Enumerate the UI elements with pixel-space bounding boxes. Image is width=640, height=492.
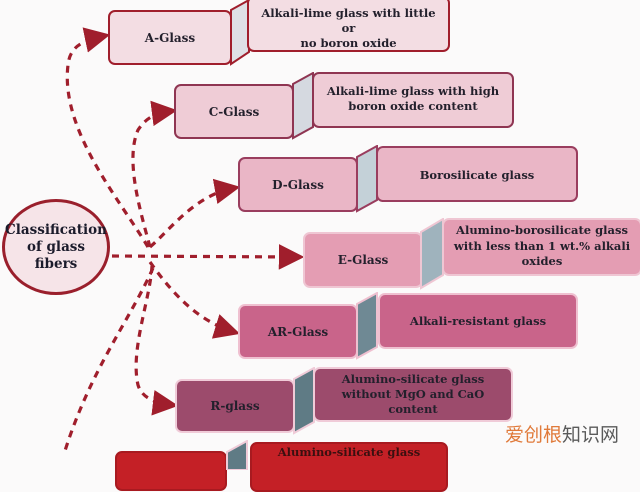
type-description-box: Alkali-lime glass with little or no boro… — [247, 0, 450, 52]
type-description-box: Alumino-silicate glass — [250, 442, 448, 492]
description-line: without MgO and CaO — [341, 387, 485, 401]
watermark-part1: 爱创根 — [505, 424, 563, 446]
description-line: Borosilicate glass — [419, 168, 535, 182]
description-line: Alumino-borosilicate glass — [456, 223, 628, 237]
type-description-box: Alkali-resistant glass — [378, 293, 578, 349]
description-line: Alkali-lime glass with high — [326, 84, 500, 98]
description-line: Alkali-lime glass with little or — [261, 6, 436, 35]
description-line: Alumino-silicate glass — [341, 372, 485, 386]
type-description-box: Alumino-borosilicate glass with less tha… — [442, 218, 640, 276]
type-name: AR-Glass — [267, 324, 329, 339]
type-label-box — [115, 451, 227, 491]
watermark-part2: 知识网 — [562, 424, 620, 446]
connector-bevel — [292, 72, 314, 140]
connector-bevel — [356, 145, 378, 213]
description-line: content — [388, 402, 438, 416]
type-description-box: Borosilicate glass — [376, 146, 578, 202]
type-name: E-Glass — [337, 253, 389, 267]
connector-bevel — [420, 218, 444, 290]
root-label-line2: of glass fibers — [26, 238, 86, 272]
type-name: C-Glass — [208, 104, 260, 119]
watermark: 爱创根知识网 — [505, 420, 619, 447]
connector-bevel — [226, 440, 248, 470]
description-line: with less than 1 wt.% alkali — [453, 238, 631, 253]
type-name: D-Glass — [272, 177, 324, 192]
type-name: A-Glass — [144, 30, 196, 45]
description-line: no boron oxide — [300, 36, 397, 50]
connector-bevel — [230, 0, 250, 66]
type-label-box: R-glass — [175, 379, 295, 433]
connector-bevel — [293, 367, 315, 435]
root-label-line1: Classification — [5, 221, 107, 238]
description-line: Alumino-silicate glass — [277, 445, 421, 459]
description-line: oxides — [521, 254, 563, 268]
type-label-box: C-Glass — [174, 84, 294, 139]
type-label-box: AR-Glass — [238, 304, 358, 359]
type-label-box: A-Glass — [108, 10, 232, 65]
dashed-connectors — [62, 27, 305, 454]
type-label-box: E-Glass — [303, 232, 423, 288]
description-line: boron oxide content — [348, 99, 478, 113]
type-description-box: Alumino-silicate glass without MgO and C… — [313, 367, 513, 422]
connector-bevel — [356, 292, 378, 360]
root-node-classification: Classification of glass fibers — [2, 199, 110, 295]
description-line: Alkali-resistant glass — [409, 314, 547, 328]
type-description-box: Alkali-lime glass with high boron oxide … — [312, 72, 514, 128]
type-name: R-glass — [210, 399, 260, 413]
type-label-box: D-Glass — [238, 157, 358, 212]
